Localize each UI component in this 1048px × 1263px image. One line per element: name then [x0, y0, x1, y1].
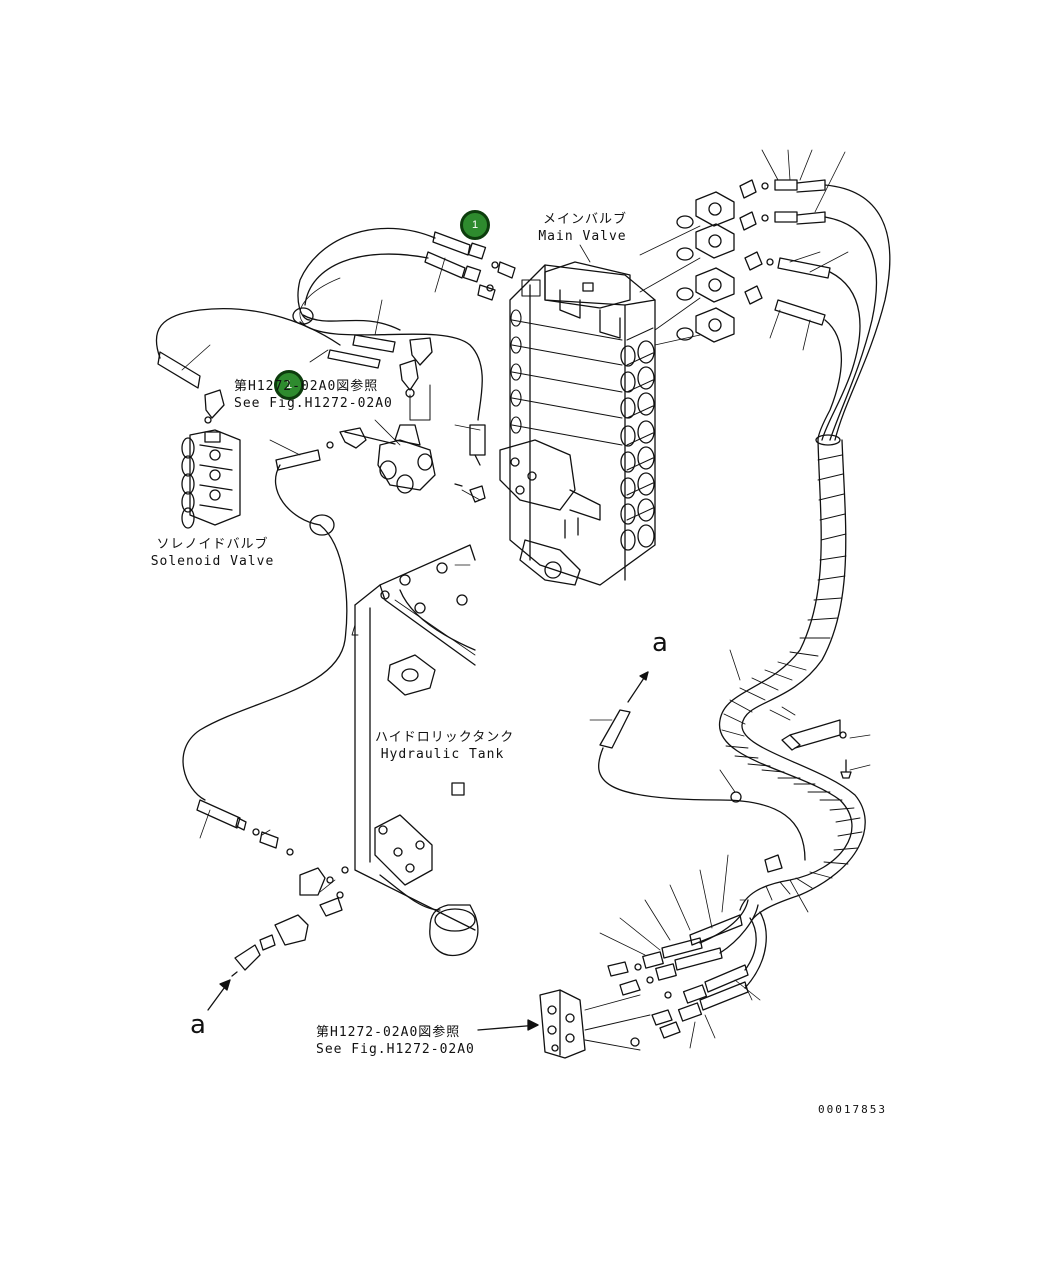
hydraulic-tank-label-jp: ハイドロリックタンク — [375, 730, 515, 745]
solenoid-valve-label-en: Solenoid Valve — [150, 554, 275, 569]
see-fig-top-label-en: See Fig.H1272-02A0 — [234, 396, 393, 411]
hydraulic-tank-label-en: Hydraulic Tank — [380, 747, 505, 762]
center-solenoid — [182, 227, 516, 801]
main-valve-body — [499, 261, 656, 586]
bottom-fittings — [599, 854, 767, 1049]
upper-right-hoses — [739, 149, 891, 441]
ref-a-hose — [589, 709, 806, 861]
spool-caps — [620, 340, 655, 551]
reference-a-bottom: a — [190, 1010, 206, 1040]
hydraulic-tank — [351, 544, 479, 957]
solenoid-valve-label-jp: ソレノイドバルブ — [156, 537, 269, 552]
solenoid-valve-left — [155, 307, 341, 529]
callout-marker-1a: 1 — [460, 210, 490, 240]
main-valve-label-en: Main Valve — [538, 229, 627, 244]
port-blocks — [639, 191, 735, 346]
arrows — [207, 431, 649, 1031]
main-valve-label-jp: メインバルブ — [542, 212, 627, 227]
see-fig-bottom-label-jp: 第H1272-02A0図参照 — [316, 1025, 461, 1040]
bottom-manifold — [539, 989, 651, 1059]
see-fig-top-label-jp: 第H1272-02A0図参照 — [234, 379, 379, 394]
reference-a-top: a — [652, 628, 668, 658]
lower-left-fittings — [196, 799, 349, 977]
see-fig-bottom-label-en: See Fig.H1272-02A0 — [316, 1042, 475, 1057]
spiral-hose-protector — [719, 434, 871, 921]
drawing-code: 00017853 — [818, 1103, 887, 1116]
leader-lines — [454, 244, 591, 566]
callout-marker-1b: 1 — [274, 370, 304, 400]
